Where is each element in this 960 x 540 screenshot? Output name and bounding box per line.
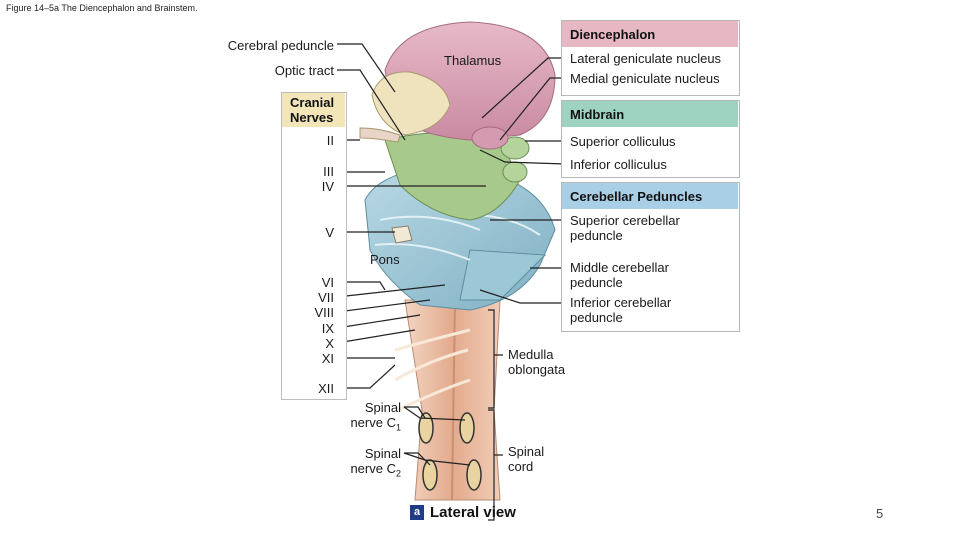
view-badge: a — [410, 505, 424, 520]
label-medulla-oblongata: Medulla oblongata — [508, 347, 566, 377]
nerve-label-vi: VI — [321, 275, 334, 290]
cranial-nerves-header: Cranial Nerves — [282, 93, 345, 127]
label-middle-cerebellar-peduncle: Middle cerebellar peduncle — [570, 260, 669, 290]
label-medial-geniculate: Medial geniculate nucleus — [570, 71, 720, 86]
label-lateral-geniculate: Lateral geniculate nucleus — [570, 51, 722, 66]
nerve-label-viii: VIII — [314, 305, 334, 320]
nerve-label-vii: VII — [318, 290, 334, 305]
nerve-label-ix: IX — [321, 321, 334, 336]
page-number: 5 — [876, 506, 884, 521]
label-spinal-nerve-c1: Spinal nerve C1 — [350, 400, 401, 433]
midbrain-header: Midbrain — [562, 101, 738, 127]
label-superior-cerebellar-peduncle: Superior cerebellar peduncle — [570, 213, 680, 243]
view-label: a Lateral view — [410, 504, 516, 521]
view-text: Lateral view — [430, 504, 516, 521]
cerebellar-peduncles-header: Cerebellar Peduncles — [562, 183, 738, 209]
label-cerebral-peduncle: Cerebral peduncle — [227, 38, 334, 53]
nerve-label-x: X — [325, 336, 334, 351]
nerve-label-xi: XI — [321, 351, 334, 366]
cranial-nerves-box — [281, 92, 347, 400]
nerve-label-iii: III — [323, 164, 334, 179]
figure-caption: Figure 14–5a The Diencephalon and Brains… — [6, 3, 198, 13]
label-spinal-nerve-c2: Spinal nerve C2 — [350, 446, 401, 479]
label-superior-colliculus: Superior colliculus — [570, 134, 676, 149]
label-pons: Pons — [370, 252, 400, 267]
nerve-label-iv: IV — [321, 179, 334, 194]
nerve-label-xii: XII — [318, 381, 334, 396]
label-spinal-cord: Spinal cord — [508, 444, 545, 474]
diencephalon-header: Diencephalon — [562, 21, 738, 47]
label-thalamus: Thalamus — [444, 53, 502, 68]
label-inferior-cerebellar-peduncle: Inferior cerebellar peduncle — [570, 295, 672, 325]
nerve-label-ii: II — [326, 133, 334, 148]
nerve-label-v: V — [325, 225, 334, 240]
label-optic-tract: Optic tract — [274, 63, 334, 78]
label-inferior-colliculus: Inferior colliculus — [570, 157, 667, 172]
